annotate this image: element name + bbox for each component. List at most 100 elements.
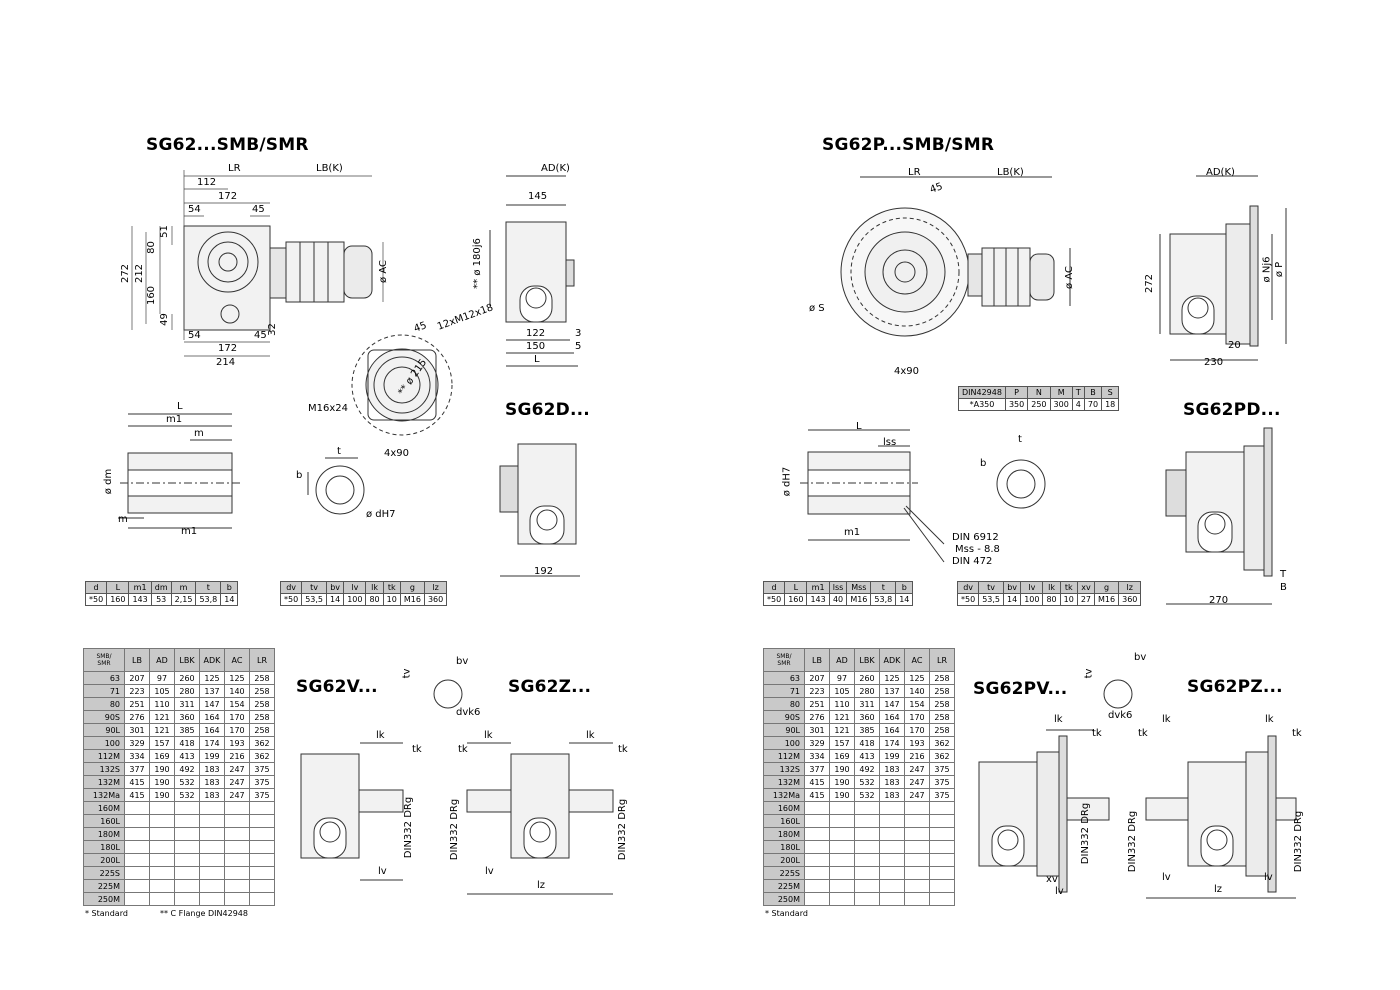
motor-left-header: ADK [199,648,225,672]
dim-pz-tk-right: tk [1292,728,1302,739]
motor-left-motor-type: 90L [83,723,125,737]
motor-right-cell [929,892,955,906]
dim-pv-bv: bv [1134,652,1147,663]
sg62pd-view [1165,427,1273,605]
dim-z-din332-right: DIN332 DRg [617,798,629,861]
motor-left-cell: 147 [199,697,225,711]
motor-right-motor-type: 132S [763,762,805,776]
motor-left-cell: 125 [224,671,250,685]
table-row: 200L [763,853,955,867]
motor-right-cell: 97 [829,671,855,685]
hollow-shaft-cell: 2,15 [170,593,197,606]
motor-left-motor-type: 132Ma [83,788,125,802]
title-sg62p-smb-smr: SG62P...SMB/SMR [822,135,995,155]
motor-right-cell [904,827,930,841]
hollow-shaft-p-header: b [895,581,914,594]
motor-right-cell: 216 [904,749,930,763]
dim-pd-t: T [1280,569,1287,580]
dim-v-tk: tk [412,744,422,755]
dim-p-din472: DIN 472 [952,556,993,567]
motor-right-cell [929,827,955,841]
dim-p-lss: lss [883,437,897,448]
motor-right-cell [929,801,955,815]
motor-right-cell [929,840,955,854]
motor-left-cell [174,892,200,906]
dim-lbk: LB(K) [316,163,343,174]
motor-left-cell: 164 [199,723,225,737]
hollow-shaft-header: t [195,581,222,594]
hollow-shaft-p-cell: 143 [806,593,830,606]
motor-right-cell: 492 [854,762,880,776]
dim-54-top: 54 [188,204,201,215]
motor-left-cell: 385 [174,723,200,737]
motor-right-header: AD [829,648,855,672]
key-bore-view-p [996,459,1046,509]
dim-key-t: t [337,446,341,457]
motor-right-motor-type: 90L [763,723,805,737]
motor-right-cell [879,840,905,854]
flange-cell: 18 [1101,398,1120,411]
motor-left-cell: 360 [174,710,200,724]
motor-left-motor-type: 180M [83,827,125,841]
dim-lr: LR [228,163,241,174]
motor-right-header: LB [804,648,830,672]
motor-right-cell [804,866,830,880]
dim-p-adk: AD(K) [1206,167,1235,178]
output-shaft-p-cell: 53,5 [978,593,1004,606]
dim-p-p: ø P [1274,261,1286,278]
motor-left-cell [174,853,200,867]
hollow-shaft-section [118,413,240,529]
dim-key-dh7: ø dH7 [366,509,396,520]
motor-right-cell: 258 [929,684,955,698]
motor-right-motor-type: 225S [763,866,805,880]
output-shaft-p-header: tv [978,581,1004,594]
output-shaft-p-cell: 100 [1020,593,1044,606]
title-sg62pz: SG62PZ... [1187,677,1283,697]
motor-right-motor-type: 200L [763,853,805,867]
motor-right-cell [804,801,830,815]
motor-left-cell: 183 [199,788,225,802]
motor-right-cell [829,801,855,815]
motor-right-cell: 193 [904,736,930,750]
motor-right-cell: 247 [904,775,930,789]
dim-p-230: 230 [1204,357,1224,368]
motor-right-cell: 532 [854,775,880,789]
motor-right-cell [804,814,830,828]
motor-left-cell: 154 [224,697,250,711]
motor-left-cell: 247 [224,762,250,776]
motor-left-header: SMB/SMR [83,648,125,672]
dim-pz-lz: lz [1214,884,1223,895]
sg62pz-view [1145,735,1297,899]
motor-right-header: LR [929,648,955,672]
motor-left-cell: 311 [174,697,200,711]
dim-m16x24: M16x24 [308,403,348,414]
dim-v-tv: tv [401,668,413,679]
output-shaft-p-cell: *50 [956,593,980,606]
motor-left-cell [174,866,200,880]
output-shaft-p-header: bv [1002,581,1022,594]
motor-right-cell [879,892,905,906]
motor-left-cell: 413 [174,749,200,763]
motor-left-motor-type: 63 [83,671,125,685]
motor-left-motor-type: 132S [83,762,125,776]
motor-left-cell: 377 [124,762,150,776]
motor-left-cell: 183 [199,762,225,776]
motor-right-cell: 311 [854,697,880,711]
dim-v-din332: DIN332 DRg [403,796,415,859]
motor-right-cell: 154 [904,697,930,711]
motor-left-cell [149,801,175,815]
hollow-shaft-p-header: L [784,581,808,594]
dim-51: 51 [158,225,170,238]
flange-round-view [351,334,453,436]
motor-left-cell [249,814,275,828]
motor-left-cell: 362 [249,749,275,763]
motor-left-cell [249,892,275,906]
dim-l-side: L [534,354,540,365]
motor-left-cell [199,892,225,906]
